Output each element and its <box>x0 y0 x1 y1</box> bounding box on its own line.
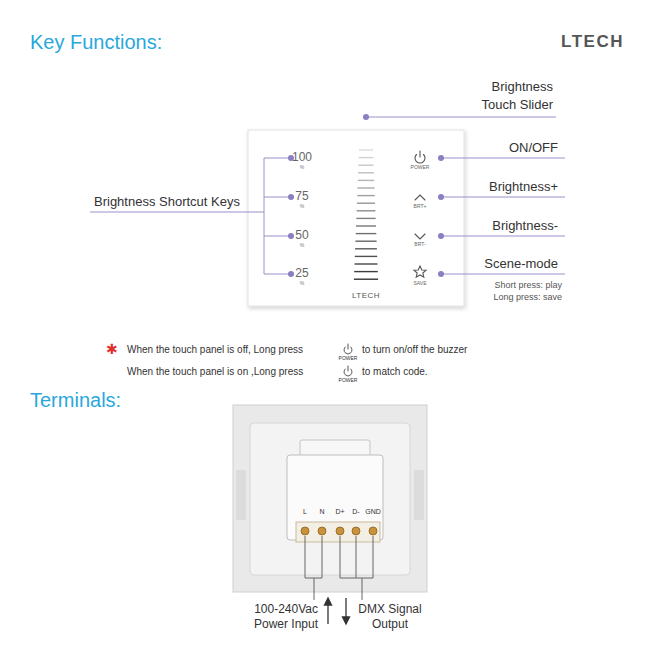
slider-stroke <box>355 248 377 249</box>
brand-logo: LTECH <box>561 32 624 52</box>
key-label: % <box>300 164 304 170</box>
callout-label: Brightness- <box>492 218 558 234</box>
slider-stroke <box>356 233 377 234</box>
wires <box>305 536 373 600</box>
callout-label: Brightness+ <box>489 179 558 195</box>
key-label: BRT- <box>414 241 425 247</box>
section-heading: Terminals: <box>30 388 121 412</box>
callout-note: Long press: save <box>493 292 562 303</box>
touch-slider <box>354 150 378 279</box>
callout-label: Brightness Touch Slider <box>465 78 553 113</box>
key-label: 50 <box>295 228 308 242</box>
key-label: LTECH <box>352 291 380 301</box>
slider-stroke <box>358 180 374 181</box>
back-frame <box>250 423 410 575</box>
key-label: SAVE <box>414 280 427 286</box>
screw-terminals <box>301 527 377 535</box>
slider-stroke <box>359 149 373 150</box>
slider-stroke <box>357 202 375 203</box>
key-label: 25 <box>295 266 308 280</box>
touch-panel: 100%75%50%25%POWERBRT+BRT-SAVELTECH <box>248 130 464 306</box>
key-label: % <box>300 280 304 286</box>
touch-panel <box>248 130 464 306</box>
key-label: N <box>319 508 324 516</box>
key-label: POWER <box>411 164 430 170</box>
slider-stroke <box>355 240 376 241</box>
callout-label: Brightness Shortcut Keys <box>94 194 240 210</box>
leader-lines <box>90 117 565 274</box>
callout-note: Short press: play <box>494 280 562 291</box>
key-label: % <box>300 203 304 209</box>
slider-stroke <box>358 187 375 188</box>
section-heading: Key Functions: <box>30 30 162 54</box>
back-plate <box>233 405 427 592</box>
note-text: When the touch panel is off, Long press <box>127 344 303 356</box>
key-label: 75 <box>295 189 308 203</box>
terminal-block <box>296 522 380 542</box>
terminal-label: DMX Signal Output <box>355 602 425 632</box>
terminal-label: 100-240Vac Power Input <box>240 602 318 632</box>
slider-stroke <box>355 256 377 257</box>
slider-stroke <box>358 164 373 165</box>
note-mark: ✱ <box>106 341 118 358</box>
mount-tab <box>236 470 246 520</box>
key-label: % <box>300 242 304 248</box>
icon-caption: POWER <box>339 377 358 383</box>
slider-stroke <box>354 279 378 280</box>
icon-caption: POWER <box>339 355 358 361</box>
slider-stroke <box>356 225 376 226</box>
key-label: 100 <box>292 150 312 164</box>
direction-arrows <box>325 598 350 624</box>
note-text: to match code. <box>362 366 428 378</box>
key-label: D+ <box>335 508 344 516</box>
slider-stroke <box>357 210 376 211</box>
slider-stroke <box>358 172 374 173</box>
slider-stroke <box>354 271 378 272</box>
note-text: to turn on/off the buzzer <box>362 344 467 356</box>
mount-tab <box>414 470 424 520</box>
key-label: D- <box>352 508 359 516</box>
key-label: BRT+ <box>414 203 427 209</box>
slider-stroke <box>359 157 374 158</box>
note-text: When the touch panel is on ,Long press <box>127 366 303 378</box>
callout-label: ON/OFF <box>509 140 558 156</box>
callout-label: Scene-mode <box>484 256 558 272</box>
power-module: L N D+ D- GND <box>287 455 383 540</box>
slider-stroke <box>355 263 378 264</box>
slider-stroke <box>356 218 375 219</box>
key-label: GND <box>365 508 381 516</box>
slider-stroke <box>357 195 375 196</box>
callout-dots <box>288 114 444 277</box>
key-label: L <box>303 508 307 516</box>
